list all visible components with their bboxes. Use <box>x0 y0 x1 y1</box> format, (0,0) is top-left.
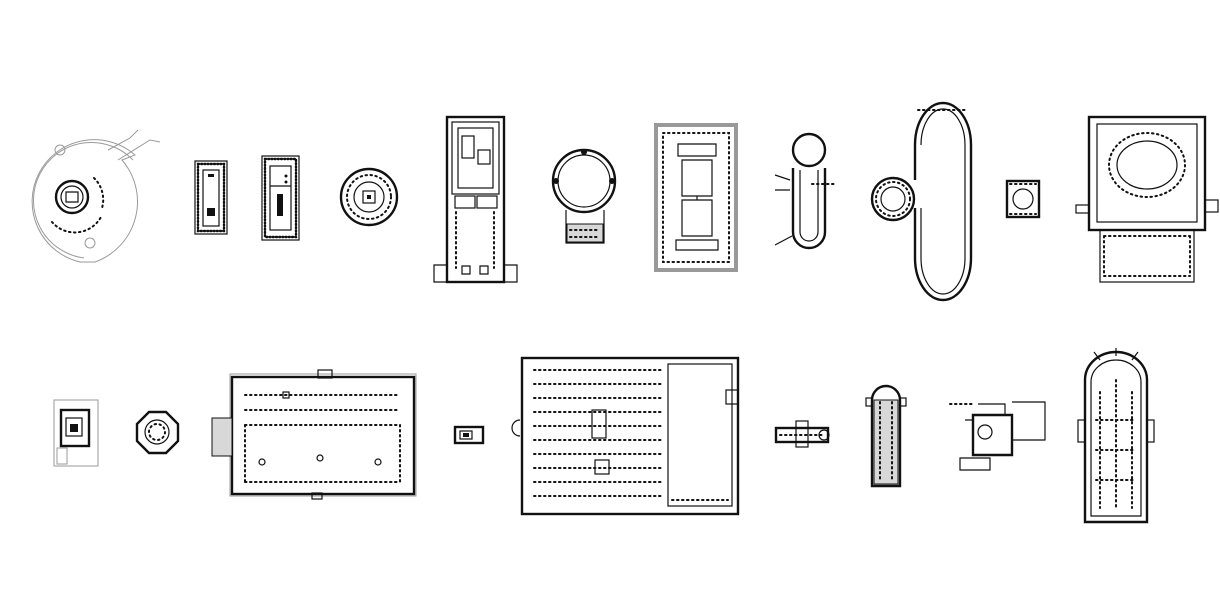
plan-octagon <box>135 410 180 455</box>
plan-great-mosque <box>511 356 740 516</box>
plan-domed-church <box>1075 115 1219 283</box>
plan-greek-temple-2 <box>261 155 300 241</box>
plan-pantheon <box>551 148 617 244</box>
plan-small-chapel <box>453 425 485 445</box>
plan-temple-complex <box>433 115 518 284</box>
plan-long-basilica <box>211 369 417 500</box>
plan-circus <box>870 101 973 302</box>
plan-romanesque-church <box>865 384 907 488</box>
plan-gothic-cathedral <box>1077 348 1155 524</box>
plan-monastery <box>949 401 1046 471</box>
plan-tomb-enclosure <box>53 399 99 467</box>
plan-tholos <box>339 167 399 227</box>
plan-greek-temple-1 <box>194 160 228 235</box>
plan-trefoil-apse <box>774 132 837 250</box>
plan-forum-enclosure <box>654 123 738 272</box>
plan-small-abbey <box>774 420 830 448</box>
plan-small-centralized <box>1005 179 1041 219</box>
plan-stonehenge <box>31 129 161 263</box>
